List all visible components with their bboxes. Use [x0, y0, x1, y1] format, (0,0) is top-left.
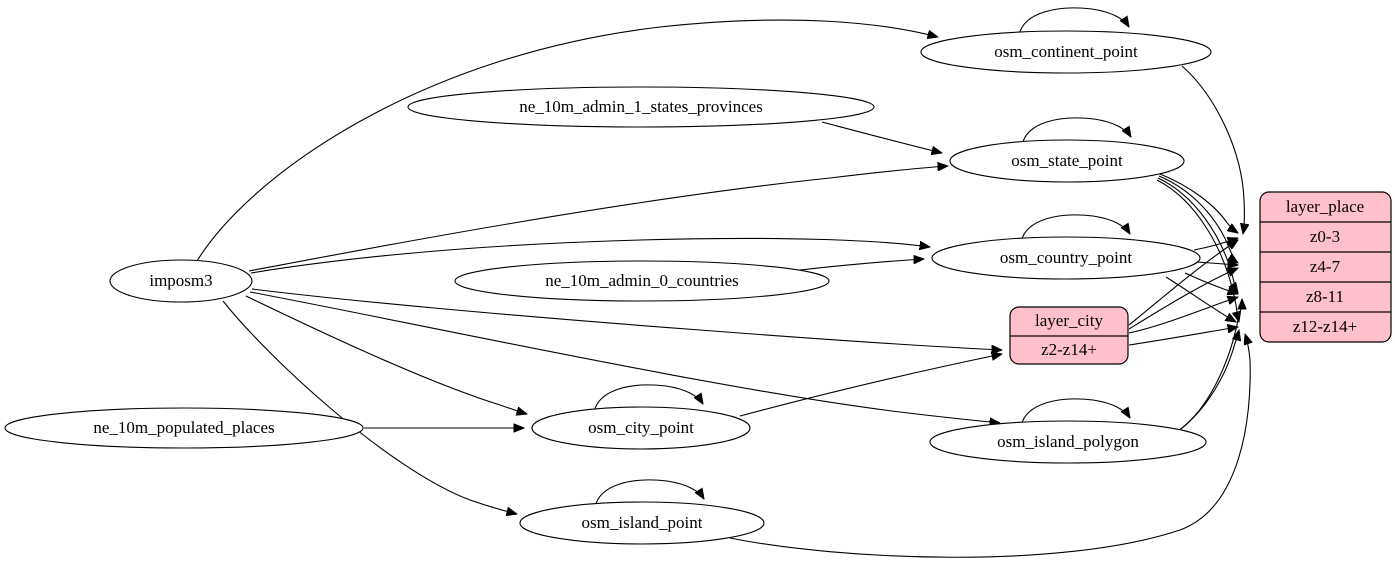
self-loop-osm-island-polygon — [1020, 398, 1130, 427]
self-loop-osm-country-point — [1020, 214, 1130, 243]
layer-place-row-z4-7-label: z4-7 — [1310, 257, 1341, 276]
node-layer-city[interactable]: layer_city z2-z14+ — [1009, 306, 1129, 365]
node-osm-state-point[interactable]: osm_state_point — [949, 139, 1185, 183]
edge-layer-city-to-layer-place-z0-3 — [1128, 240, 1238, 326]
node-imposm3-label: imposm3 — [149, 271, 212, 290]
self-loop-osm-state-point — [1021, 117, 1131, 146]
edge-imposm3-to-osm-city-point — [245, 295, 527, 414]
edge-osm-country-point-to-layer-place-z4-7 — [1196, 262, 1238, 265]
edge-layer-city-to-layer-place-z4-7 — [1128, 268, 1238, 330]
node-ne-10m-admin-1-states-provinces[interactable]: ne_10m_admin_1_states_provinces — [407, 86, 875, 128]
edge-osm-island-polygon-to-layer-place-z12 — [1177, 330, 1239, 432]
edge-osm-country-point-to-layer-place-z8-11 — [1184, 272, 1238, 294]
edge-osm-continent-point-to-layer-place-z0-3 — [1181, 65, 1244, 234]
edge-osm-island-point-to-layer-place-z12 — [729, 334, 1250, 558]
edge-ne-countries-to-osm-country-point — [799, 259, 924, 271]
edge-imposm3-to-layer-city — [251, 288, 1002, 350]
node-ne-states-label: ne_10m_admin_1_states_provinces — [519, 97, 763, 116]
edge-layer-city-to-layer-place-z8-11 — [1128, 297, 1238, 334]
edge-osm-country-point-to-layer-place-z12 — [1165, 276, 1236, 322]
node-ne-places-label: ne_10m_populated_places — [93, 418, 274, 437]
node-osm-continent-point[interactable]: osm_continent_point — [920, 30, 1212, 74]
node-osm-city-point-label: osm_city_point — [588, 418, 694, 437]
node-layer-place[interactable]: layer_place z0-3 z4-7 z8-11 z12-z14+ — [1259, 191, 1392, 343]
edge-layer — [196, 7, 1250, 558]
edge-osm-state-point-to-layer-place-z0-3 — [1159, 173, 1238, 233]
layer-city-row-z2-z14-label: z2-z14+ — [1041, 340, 1097, 359]
self-loop-osm-continent-point — [1018, 7, 1129, 36]
self-loop-osm-city-point — [593, 384, 703, 413]
edge-ne-states-to-osm-state-point — [821, 121, 942, 153]
node-osm-island-point-label: osm_island_point — [582, 513, 703, 532]
edge-imposm3-to-osm-country-point — [250, 237, 930, 274]
node-layer: imposm3 ne_10m_admin_1_states_provinces … — [4, 30, 1392, 545]
node-osm-country-point[interactable]: osm_country_point — [931, 236, 1201, 280]
edge-osm-city-point-to-layer-city — [739, 354, 1002, 417]
node-osm-state-point-label: osm_state_point — [1011, 151, 1123, 170]
layer-city-header-label: layer_city — [1035, 311, 1103, 330]
node-ne-10m-populated-places[interactable]: ne_10m_populated_places — [4, 407, 364, 449]
layer-place-row-z12-z14-label: z12-z14+ — [1293, 317, 1357, 336]
node-imposm3[interactable]: imposm3 — [109, 259, 253, 303]
layer-place-header-label: layer_place — [1286, 197, 1364, 216]
edge-imposm3-to-osm-state-point — [248, 166, 948, 272]
self-loop-osm-island-point — [594, 479, 704, 508]
edge-imposm3-to-osm-continent-point — [196, 19, 938, 262]
node-osm-continent-point-label: osm_continent_point — [994, 42, 1138, 61]
node-osm-country-point-label: osm_country_point — [1000, 248, 1132, 267]
edge-imposm3-to-osm-island-point — [222, 300, 517, 514]
node-osm-city-point[interactable]: osm_city_point — [531, 406, 751, 450]
node-ne-10m-admin-0-countries[interactable]: ne_10m_admin_0_countries — [454, 260, 830, 302]
node-osm-island-polygon-label: osm_island_polygon — [997, 432, 1139, 451]
edge-layer-city-to-layer-place-z12 — [1128, 327, 1238, 346]
edge-osm-island-polygon-to-layer-place-z8-11 — [1181, 299, 1242, 429]
edge-osm-state-point-to-layer-place-z12 — [1156, 179, 1239, 322]
edge-imposm3-to-osm-island-polygon — [249, 291, 1000, 423]
node-ne-countries-label: ne_10m_admin_0_countries — [545, 271, 739, 290]
node-osm-island-polygon[interactable]: osm_island_polygon — [929, 420, 1207, 464]
edge-osm-country-point-to-layer-place-z0-3 — [1193, 238, 1238, 251]
node-osm-island-point[interactable]: osm_island_point — [519, 501, 765, 545]
layer-place-row-z8-11-label: z8-11 — [1306, 287, 1344, 306]
layer-place-row-z0-3-label: z0-3 — [1310, 227, 1340, 246]
